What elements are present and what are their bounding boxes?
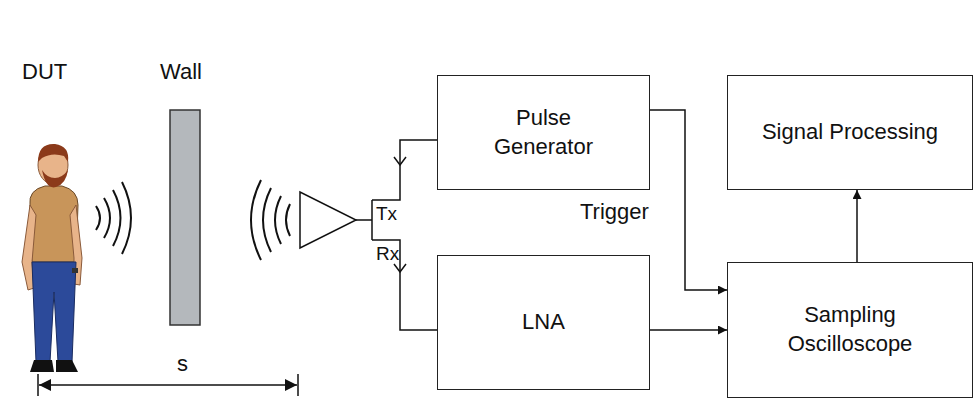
edge-label: Trigger [578,200,651,224]
box-text: Pulse Generator [479,104,609,161]
signal-arrow [856,190,858,262]
person-figure [22,144,82,372]
antenna-symbol [300,192,356,248]
amplifier-box: LNA [437,255,650,390]
process-box: Pulse Generator [437,75,650,190]
wall-label: Wall [160,60,202,84]
box-text: LNA [522,308,565,337]
box-text: Sampling Oscilloscope [765,301,935,358]
wave-arcs [96,182,131,254]
antenna-wires [356,140,437,330]
box-text: Signal Processing [762,118,938,147]
dimension-line [38,374,298,396]
instrument-box: Sampling Oscilloscope [727,262,973,398]
device-label: DUT [22,60,67,84]
signal-arrow [650,329,727,331]
dimension-label: s [177,352,188,376]
signal-name: Rx [376,244,399,265]
signal-arrow [650,110,727,290]
process-box: Signal Processing [727,75,973,190]
wall-slab [170,110,200,325]
signal-name: Tx [376,204,397,225]
wave-arcs [251,180,290,260]
